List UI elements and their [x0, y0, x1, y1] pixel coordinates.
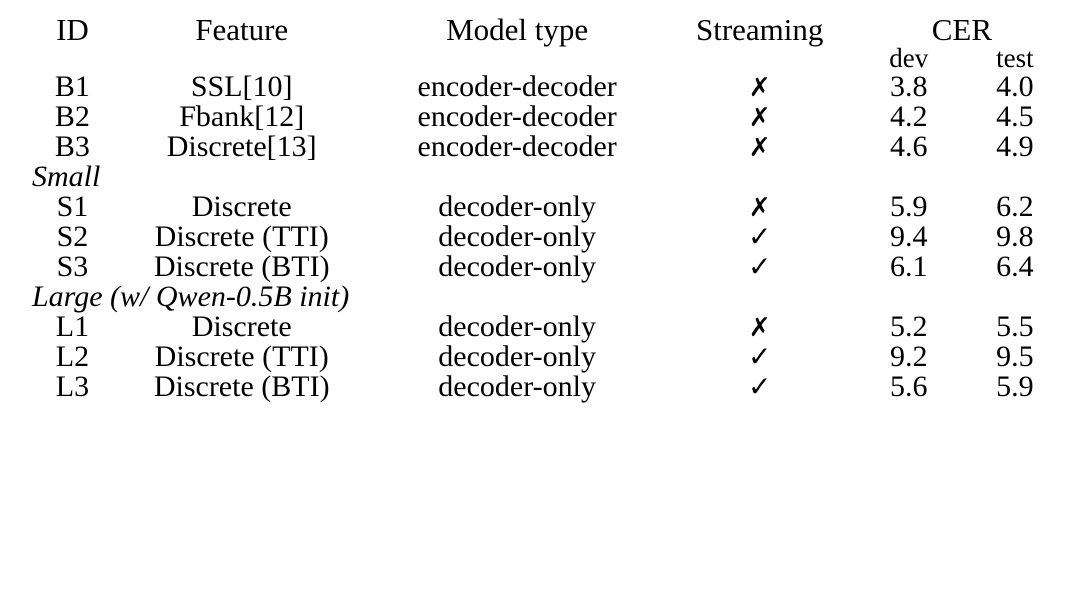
cell-model-type: decoder-only — [438, 340, 596, 373]
cell-feature: Discrete[13] — [166, 130, 317, 163]
cell-cer-test: 5.5 — [996, 310, 1034, 343]
cell-feature: Discrete (BTI) — [153, 370, 330, 403]
section-header-row: Small — [32, 162, 1068, 192]
cell-model-type: decoder-only — [438, 370, 596, 403]
column-header-model-type: Model type — [446, 12, 589, 47]
table-row: L2 Discrete (TTI) decoder-only ✓ 9.2 9.5 — [32, 342, 1068, 372]
check-icon: ✓ — [747, 250, 772, 283]
cell-cer-dev: 4.2 — [890, 100, 928, 133]
cell-cer-test: 9.8 — [996, 220, 1034, 253]
cell-cer-test: 4.5 — [996, 100, 1034, 133]
table-row: S2 Discrete (TTI) decoder-only ✓ 9.4 9.8 — [32, 222, 1068, 252]
results-table: ID Feature Model type Streaming CER dev … — [32, 14, 1068, 402]
column-header-feature: Feature — [195, 12, 289, 47]
table-row: L1 Discrete decoder-only ✗ 5.2 5.5 — [32, 312, 1068, 342]
cell-cer-dev: 9.2 — [890, 340, 928, 373]
cell-feature: Discrete (BTI) — [153, 250, 330, 283]
cell-id: S2 — [56, 220, 89, 253]
check-icon: ✓ — [747, 220, 772, 253]
cell-feature: Discrete — [191, 190, 292, 223]
cell-id: S3 — [56, 250, 89, 283]
table-row: B3 Discrete[13] encoder-decoder ✗ 4.6 4.… — [32, 132, 1068, 162]
cell-streaming: ✗ — [664, 192, 856, 222]
section-label-large: Large (w/ Qwen-0.5B init) — [32, 280, 350, 313]
check-icon: ✓ — [747, 370, 772, 403]
table-row: L3 Discrete (BTI) decoder-only ✓ 5.6 5.9 — [32, 372, 1068, 402]
table-row: B2 Fbank[12] encoder-decoder ✗ 4.2 4.5 — [32, 102, 1068, 132]
cross-icon: ✗ — [748, 313, 771, 343]
cross-icon: ✗ — [748, 193, 771, 223]
cell-cer-dev: 9.4 — [890, 220, 928, 253]
table-row: B1 SSL[10] encoder-decoder ✗ 3.8 4.0 — [32, 72, 1068, 102]
cell-cer-dev: 5.2 — [890, 310, 928, 343]
cell-cer-test: 6.2 — [996, 190, 1034, 223]
column-header-cer-dev: dev — [889, 43, 929, 73]
cell-cer-dev: 6.1 — [890, 250, 928, 283]
cell-model-type: decoder-only — [438, 250, 596, 283]
cell-streaming: ✓ — [664, 342, 856, 372]
cell-id: B1 — [54, 70, 90, 103]
cell-model-type: encoder-decoder — [417, 70, 617, 103]
cell-model-type: encoder-decoder — [417, 100, 617, 133]
cell-id: S1 — [56, 190, 89, 223]
header-row-sub: dev test — [32, 45, 1068, 72]
cell-id: B2 — [54, 100, 90, 133]
cell-streaming: ✓ — [664, 222, 856, 252]
cell-cer-dev: 5.9 — [890, 190, 928, 223]
cell-cer-test: 5.9 — [996, 370, 1034, 403]
cell-feature: Discrete (TTI) — [154, 220, 329, 253]
cell-cer-test: 9.5 — [996, 340, 1034, 373]
cell-id: B3 — [54, 130, 90, 163]
cell-cer-dev: 5.6 — [890, 370, 928, 403]
section-label-small: Small — [32, 160, 101, 193]
cell-feature: Discrete — [191, 310, 292, 343]
table-row: S1 Discrete decoder-only ✗ 5.9 6.2 — [32, 192, 1068, 222]
cell-id: L3 — [55, 370, 90, 403]
cell-model-type: decoder-only — [438, 190, 596, 223]
check-icon: ✓ — [747, 340, 772, 373]
cell-id: L1 — [55, 310, 90, 343]
cell-streaming: ✓ — [664, 252, 856, 282]
section-header-row: Large (w/ Qwen-0.5B init) — [32, 282, 1068, 312]
cell-streaming: ✗ — [664, 102, 856, 132]
cell-streaming: ✗ — [664, 72, 856, 102]
cell-cer-test: 6.4 — [996, 250, 1034, 283]
cell-streaming: ✓ — [664, 372, 856, 402]
cell-feature: Fbank[12] — [179, 100, 305, 133]
cell-id: L2 — [55, 340, 90, 373]
column-header-id: ID — [56, 12, 89, 47]
cell-cer-dev: 3.8 — [890, 70, 928, 103]
column-header-streaming: Streaming — [695, 12, 824, 47]
cell-cer-test: 4.0 — [996, 70, 1034, 103]
cell-streaming: ✗ — [664, 132, 856, 162]
cell-cer-test: 4.9 — [996, 130, 1034, 163]
column-header-cer-test: test — [996, 43, 1034, 73]
cross-icon: ✗ — [748, 133, 771, 163]
cell-cer-dev: 4.6 — [890, 130, 928, 163]
column-header-cer-group: CER — [931, 12, 992, 47]
cross-icon: ✗ — [748, 73, 771, 103]
cell-feature: Discrete (TTI) — [154, 340, 329, 373]
table-row: S3 Discrete (BTI) decoder-only ✓ 6.1 6.4 — [32, 252, 1068, 282]
cell-feature: SSL[10] — [190, 70, 293, 103]
cell-model-type: decoder-only — [438, 310, 596, 343]
cell-model-type: encoder-decoder — [417, 130, 617, 163]
cell-streaming: ✗ — [664, 312, 856, 342]
cell-model-type: decoder-only — [438, 220, 596, 253]
header-row-group: ID Feature Model type Streaming CER — [32, 14, 1068, 45]
cross-icon: ✗ — [748, 103, 771, 133]
